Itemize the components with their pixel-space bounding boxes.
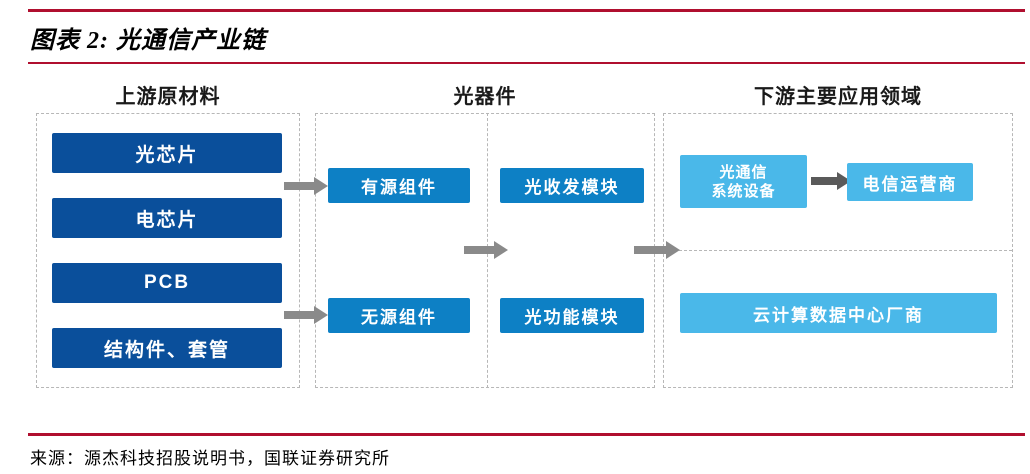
upstream-box-electrical-chip: 电芯片 — [52, 198, 282, 238]
downstream-dashed-divider — [664, 250, 1012, 251]
source-text: 来源：源杰科技招股说明书，国联证券研究所 — [30, 449, 390, 468]
column-header-upstream: 上游原材料 — [115, 86, 221, 108]
system-equipment-line2: 系统设备 — [711, 182, 776, 200]
arrow-right-icon — [464, 241, 508, 259]
column-header-midstream: 光器件 — [453, 86, 517, 108]
title-rule — [28, 62, 1025, 64]
upstream-box-pcb: PCB — [52, 263, 282, 303]
arrow-right-icon — [284, 177, 328, 195]
downstream-box-cloud-datacenter: 云计算数据中心厂商 — [680, 293, 997, 333]
figure-title: 图表 2: 光通信产业链 — [30, 28, 266, 54]
system-equipment-line1: 光通信 — [719, 163, 768, 181]
midstream-box-transceiver-module: 光收发模块 — [500, 168, 644, 203]
arrow-right-icon — [634, 241, 680, 259]
downstream-box-system-equipment: 光通信 系统设备 — [680, 155, 807, 208]
midstream-box-functional-module: 光功能模块 — [500, 298, 644, 333]
upstream-box-structural-parts: 结构件、套管 — [52, 328, 282, 368]
top-rule — [28, 9, 1025, 12]
arrow-right-icon — [811, 172, 851, 190]
source-rule — [28, 433, 1025, 436]
upstream-box-optical-chip: 光芯片 — [52, 133, 282, 173]
midstream-box-active-components: 有源组件 — [328, 168, 470, 203]
column-header-downstream: 下游主要应用领域 — [754, 86, 922, 108]
upstream-group-frame — [36, 113, 300, 388]
downstream-box-telecom-operator: 电信运营商 — [847, 163, 973, 201]
arrow-right-icon — [284, 306, 328, 324]
midstream-box-passive-components: 无源组件 — [328, 298, 470, 333]
